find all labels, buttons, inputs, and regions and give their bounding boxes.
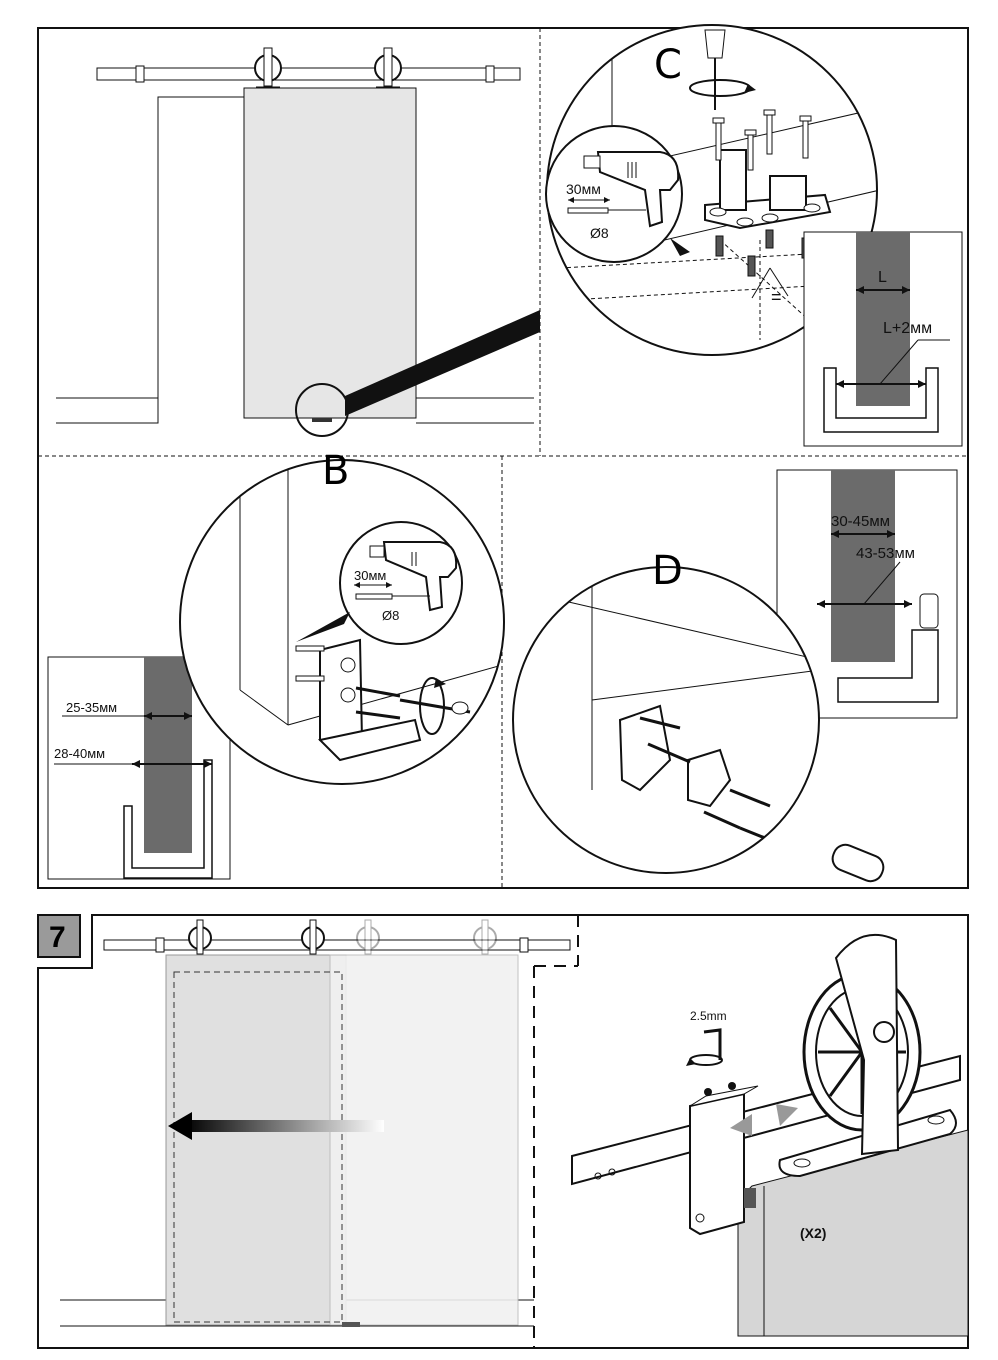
inset-d-door-thickness: 30-45мм: [831, 513, 890, 530]
screws-d: [639, 716, 771, 830]
overview-scene: [56, 47, 540, 437]
panel-b-letter: B: [322, 448, 349, 494]
step-number: 7: [49, 921, 66, 954]
slide-arrow: [184, 1120, 384, 1132]
drill-bit: [567, 207, 609, 214]
rail-stopper-right: [485, 65, 495, 83]
inset-b-door-thickness: 25-35мм: [66, 700, 117, 715]
step7-wheel-ghost-1: [356, 919, 380, 955]
step7-wheel-1: [188, 919, 212, 955]
rotation-arrow-d: [778, 817, 802, 873]
inset-b-guide-width: 28-40мм: [54, 746, 105, 761]
step7-door-open: [165, 954, 347, 1326]
step-number-box: [37, 914, 81, 958]
adjust-arrow-right: [776, 1104, 798, 1126]
panel-c-letter: C: [654, 42, 682, 88]
upper-frame: [37, 27, 969, 889]
step7-rail: [103, 939, 571, 951]
equal-distance-mark: =: [771, 287, 782, 307]
panel-c-drill-diameter: Ø8: [590, 225, 609, 241]
wall-bracket-d: [618, 704, 672, 792]
panel-d: 30-45мм 43-53мм D: [512, 469, 958, 883]
panel-b-drill-depth: 30мм: [354, 568, 386, 583]
step7-door-closed-ghost: [329, 954, 519, 1326]
roller-wheel-left: [254, 47, 282, 90]
rail-stopper-closeup: [689, 1092, 745, 1236]
detail-circle-d: [512, 566, 820, 874]
step7-hardware-detail: 2.5mm (X2): [571, 933, 969, 1337]
sliding-rail: [96, 67, 521, 81]
step7-wheel-ghost-2: [473, 919, 497, 955]
door-section-b: [144, 657, 192, 853]
panel-d-letter: D: [652, 548, 683, 594]
inset-d-guide-width: 43-53мм: [856, 545, 915, 562]
step7-door-outline: [173, 971, 343, 1323]
hanger-strap: [834, 933, 900, 1156]
wood-screws: [712, 109, 812, 171]
allen-key: [703, 1028, 722, 1060]
panel-c: C = 30мм Ø8: [545, 24, 963, 447]
drill-bit-chuck: [704, 29, 726, 59]
panel-c-drill-depth: 30мм: [566, 181, 601, 197]
step7-section: 7: [37, 914, 969, 1349]
allen-key-size: 2.5mm: [690, 1009, 727, 1023]
inset-c-width-label: L: [878, 269, 887, 286]
power-drill-icon-b: [369, 541, 458, 612]
door-opening: [56, 96, 244, 424]
door-section-d: [831, 470, 895, 662]
panel-b: 25-35мм 28-40мм B: [47, 448, 505, 880]
inset-c-clearance-label: L+2мм: [883, 320, 932, 337]
set-screw-2: [728, 1082, 736, 1090]
quantity-label: (X2): [800, 1225, 826, 1241]
set-screw-1: [704, 1088, 712, 1096]
screwdriver-handle-d: [831, 843, 885, 883]
screws-b: [295, 645, 401, 720]
panel-b-drill-diameter: Ø8: [382, 608, 399, 623]
inset-c: L L+2мм: [803, 231, 963, 447]
door-section-c: [856, 232, 910, 406]
rail-stopper-left: [135, 65, 145, 83]
step7-frame: [37, 914, 969, 1349]
sliding-door: [243, 87, 417, 419]
wall-guide-section-d: [837, 629, 939, 703]
roller-wheel-right: [374, 47, 402, 90]
step7-wheel-2: [301, 919, 325, 955]
power-drill-icon: [583, 151, 680, 228]
adjust-arrow-left: [730, 1114, 752, 1136]
zoom-cone: [345, 310, 540, 416]
rotation-arrow-b: [419, 677, 445, 735]
